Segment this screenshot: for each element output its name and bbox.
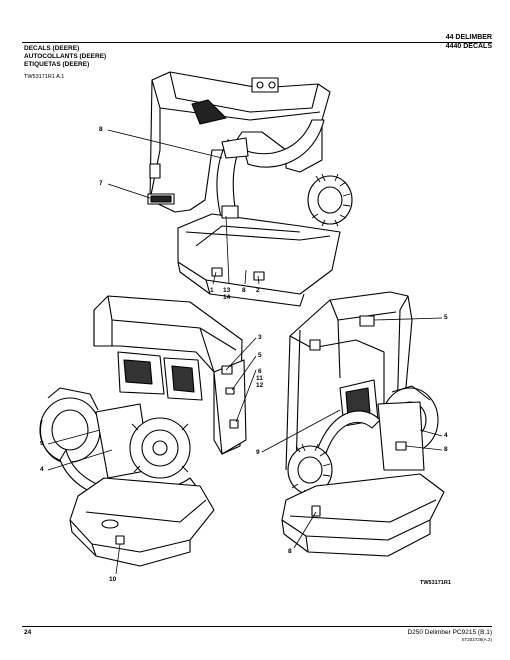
callout-13: 13 [223, 287, 231, 294]
footer-ref-code: ST202726(A.2) [461, 637, 492, 642]
footer-doc-title: D250 Delimber PC9215 (B.1) [407, 629, 492, 636]
title-english: DECALS (DEERE) [24, 45, 80, 52]
callout-5-right: 5 [444, 314, 448, 321]
callout-10: 10 [109, 576, 117, 583]
callout-5-left: 5 [258, 352, 262, 359]
callout-7: 7 [99, 180, 103, 187]
callout-1: 1 [210, 287, 214, 294]
callout-2: 2 [256, 287, 260, 294]
callout-8-right: 8 [444, 446, 448, 453]
callout-4-right: 4 [444, 432, 448, 439]
callout-6: 6 [258, 368, 262, 375]
title-spanish: ETIQUETAS (DEERE) [24, 61, 90, 68]
callout-8-top: 8 [99, 126, 103, 133]
callout-14: 14 [223, 294, 231, 301]
callout-3: 3 [258, 334, 262, 341]
header-section-number: 44 DELIMBER [445, 34, 492, 41]
title-french: AUTOCOLLANTS (DEERE) [24, 53, 107, 60]
section-titles: DECALS (DEERE) AUTOCOLLANTS (DEERE) ETIQ… [24, 45, 106, 69]
image-reference: TW53171R1 [420, 580, 451, 586]
figure-id: TW53171R1 A.1 [24, 74, 65, 80]
callout-8-bottom: 8 [242, 287, 246, 294]
header-section-title: 4440 DECALS [445, 43, 492, 50]
left-view-drawing [39, 295, 247, 567]
callout-4-left: 4 [40, 466, 44, 473]
footer-rule [22, 626, 492, 627]
right-view-drawing [281, 291, 445, 557]
callout-11: 11 [256, 375, 263, 382]
callout-9-right: 9 [256, 449, 260, 456]
callout-12: 12 [256, 382, 264, 389]
callout-9-left: 9 [40, 440, 44, 447]
callout-8-base: 8 [288, 548, 292, 555]
top-view-drawing [147, 71, 353, 307]
page-number: 24 [24, 629, 32, 636]
header-rule [22, 42, 492, 43]
leader-lines [47, 129, 443, 575]
